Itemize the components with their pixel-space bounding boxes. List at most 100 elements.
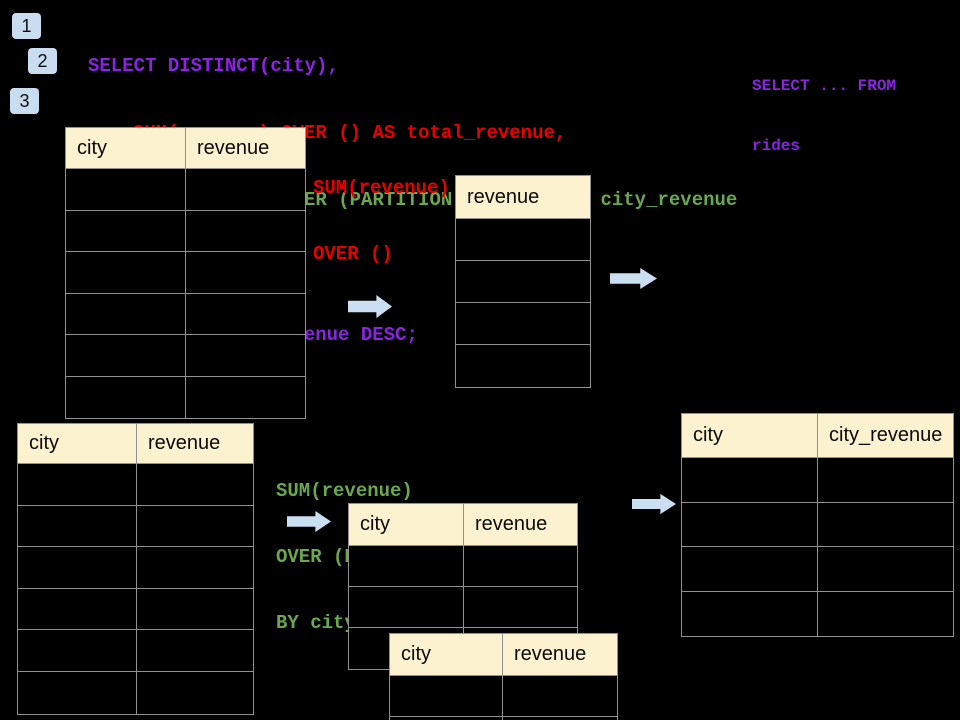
corner-note: SELECT ... FROM rides (752, 36, 896, 196)
table-row (456, 303, 590, 345)
table-cell-empty (349, 546, 464, 587)
table-cell-empty (464, 587, 577, 628)
table-row (456, 261, 590, 303)
step-badge-3: 3 (10, 88, 39, 114)
table-cell-empty (137, 671, 253, 714)
table-row (390, 717, 617, 720)
table-source-rides-bottom: city revenue (17, 423, 254, 715)
table-cell-empty (18, 671, 137, 714)
table-header-row: city revenue (18, 424, 253, 464)
table-row (456, 345, 590, 387)
table-row (349, 546, 577, 587)
table-cell-empty (137, 464, 253, 506)
table-row (66, 293, 305, 335)
table-cell-empty (503, 676, 617, 717)
table-total-revenue-result: revenue (455, 175, 591, 388)
table-row (390, 676, 617, 717)
annotation-line: SUM(revenue) (276, 480, 413, 502)
table-cell-empty (66, 335, 186, 377)
table-cell-empty (503, 717, 617, 720)
table-cell-empty (186, 169, 305, 211)
table-cell-empty (818, 547, 953, 592)
sql-line-select: SELECT DISTINCT(city), (88, 54, 339, 77)
column-header: city (390, 634, 503, 676)
table-cell-empty (137, 630, 253, 672)
table-row (682, 591, 953, 636)
table-row (18, 671, 253, 714)
table-row (66, 210, 305, 252)
column-header: city_revenue (818, 414, 953, 458)
table-row (349, 587, 577, 628)
table-cell-empty (682, 591, 818, 636)
annotation-line: SUM(revenue) (313, 177, 450, 199)
table-cell-empty (456, 303, 590, 345)
table-cell-empty (818, 458, 953, 503)
table-header-row: city revenue (390, 634, 617, 676)
table-row (18, 588, 253, 631)
table-cell-empty (186, 335, 305, 377)
table-cell-empty (66, 210, 186, 252)
arrow-right-icon (348, 294, 393, 319)
table-cell-empty (66, 252, 186, 294)
table-row (18, 630, 253, 672)
table-cell-empty (456, 219, 590, 261)
table-cell-empty (186, 210, 305, 252)
corner-note-line2: rides (752, 137, 801, 155)
table-cell-empty (390, 717, 503, 720)
table-row (66, 252, 305, 294)
table-row (66, 335, 305, 377)
column-header: revenue (456, 176, 590, 219)
column-header: revenue (186, 128, 305, 169)
table-source-rides-top: city revenue (65, 127, 306, 419)
table-cell-empty (18, 464, 137, 506)
table-partition-overlay: city revenue (389, 633, 618, 720)
arrow-right-icon (632, 493, 677, 515)
table-cell-empty (682, 458, 818, 503)
table-cell-empty (18, 588, 137, 631)
table-header-row: city city_revenue (682, 414, 953, 458)
table-cell-empty (66, 169, 186, 211)
table-cell-empty (18, 630, 137, 672)
table-row (66, 376, 305, 418)
table-row (18, 464, 253, 506)
table-cell-empty (137, 588, 253, 631)
table-cell-empty (682, 547, 818, 592)
table-cell-empty (66, 376, 186, 418)
table-header-row: city revenue (349, 504, 577, 546)
table-cell-empty (66, 293, 186, 335)
table-cell-empty (18, 547, 137, 589)
column-header: city (18, 424, 137, 464)
column-header: revenue (137, 424, 253, 464)
table-cell-empty (349, 587, 464, 628)
table-cell-empty (137, 505, 253, 548)
table-cell-empty (456, 345, 590, 387)
column-header: city (66, 128, 186, 169)
table-cell-empty (186, 252, 305, 294)
table-cell-empty (137, 547, 253, 589)
table-row (18, 505, 253, 548)
column-header: city (682, 414, 818, 458)
arrow-right-icon (287, 510, 332, 533)
arrow-right-icon (610, 267, 658, 290)
table-row (66, 169, 305, 211)
table-city-revenue-result: city city_revenue (681, 413, 954, 637)
annotation-total-revenue: SUM(revenue) OVER () (313, 133, 450, 309)
step-badge-1: 1 (12, 13, 41, 39)
table-cell-empty (464, 546, 577, 587)
table-row (682, 502, 953, 547)
table-header-row: city revenue (66, 128, 305, 169)
column-header: revenue (503, 634, 617, 676)
column-header: city (349, 504, 464, 546)
table-cell-empty (390, 676, 503, 717)
table-row (18, 547, 253, 589)
table-cell-empty (18, 505, 137, 548)
annotation-line: OVER () (313, 243, 393, 265)
step-badge-2: 2 (28, 48, 57, 74)
table-cell-empty (818, 502, 953, 547)
table-cell-empty (818, 591, 953, 636)
table-row (456, 219, 590, 261)
table-row (682, 547, 953, 592)
table-row (682, 458, 953, 503)
table-cell-empty (186, 376, 305, 418)
table-cell-empty (456, 261, 590, 303)
